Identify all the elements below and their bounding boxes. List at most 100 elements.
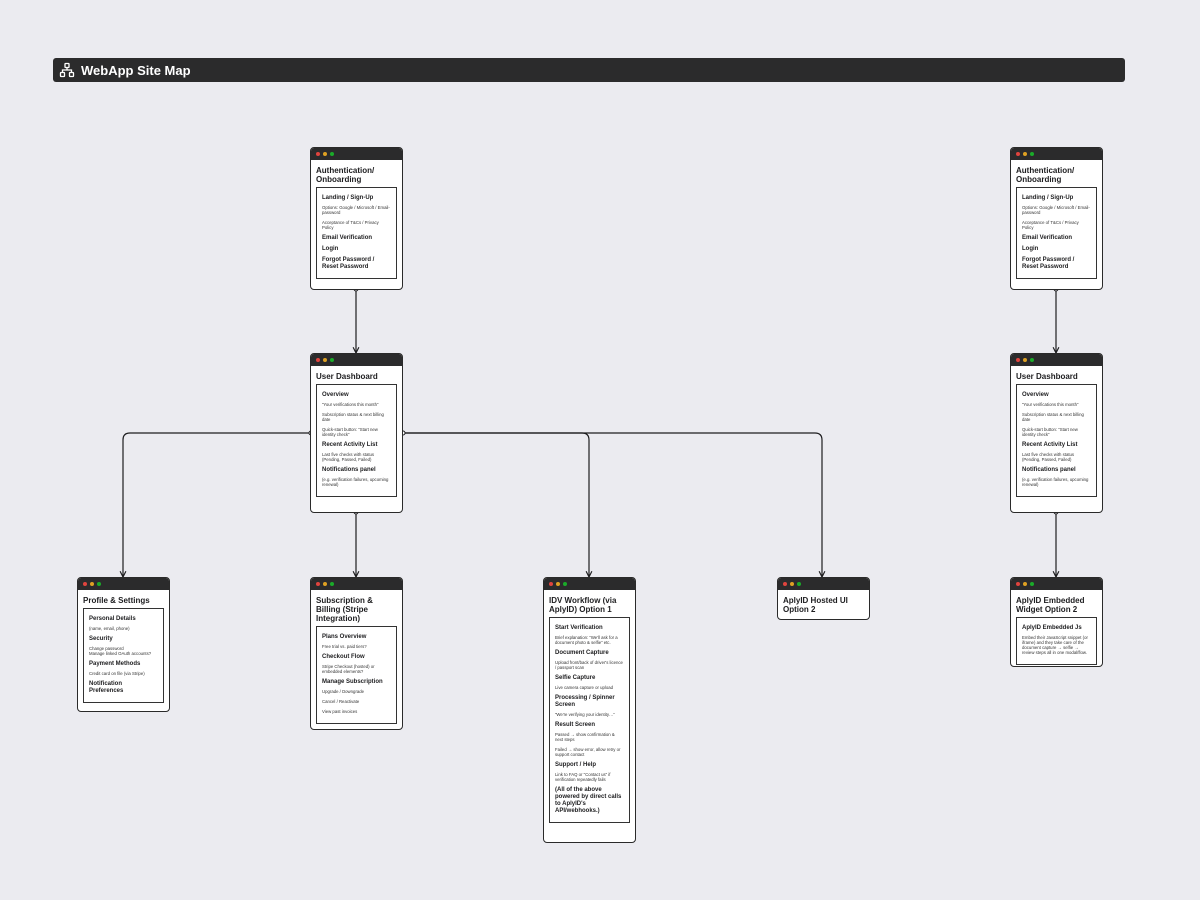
yellow-dot-icon [323,582,327,586]
section-item: View past invoices [322,709,358,714]
section-title: Payment Methods [89,661,141,667]
section-title: Landing / Sign-Up [322,195,374,201]
green-dot-icon [797,582,801,586]
card-title: Subscription & Billing (Stripe Integrati… [316,596,373,623]
section-title: Login [322,246,339,252]
window-header-bar [311,148,402,160]
yellow-dot-icon [323,358,327,362]
section-item: Acceptance of T&Cs / Privacy Policy [322,220,379,230]
section-title: Notification Preferences [89,681,124,694]
window-header-bar [1011,148,1102,160]
section-item: Subscription status & next billing date [1022,412,1084,422]
green-dot-icon [330,152,334,156]
section-title: AplyID Embedded Js [1022,625,1082,631]
section-item: Quick-start button: “Start new identity … [1022,427,1078,437]
red-dot-icon [316,582,320,586]
green-dot-icon [330,582,334,586]
section-title: Recent Activity List [322,442,378,448]
section-item: Stripe Checkout (hosted) or embedded ele… [322,664,375,674]
section-title: Manage Subscription [322,679,383,685]
section-title: Forgot Password / Reset Password [1022,257,1075,270]
section-item: Upload front/back of driver's licence / … [555,660,623,670]
section-title: Personal Details [89,616,136,622]
card-title: Authentication/ Onboarding [1016,166,1075,184]
green-dot-icon [330,358,334,362]
section-item: (e.g. verification failures, upcoming re… [1022,477,1089,487]
section-item: Live camera capture or upload [555,685,614,690]
section-item: “We're verifying your identity…” [555,712,615,717]
section-title: Plans Overview [322,634,367,640]
section-item: Link to FAQ or “Contact us” if verificat… [555,772,611,782]
yellow-dot-icon [1023,582,1027,586]
section-item: Options: Google / Microsoft / Email-pass… [322,205,390,215]
page-title: WebApp Site Map [81,62,191,78]
section-title: Notifications panel [1022,467,1076,473]
section-item: Failed → show error, allow retry or supp… [555,747,621,757]
section-title: Selfie Capture [555,675,596,681]
card-title: Profile & Settings [83,596,150,605]
section-title: Security [89,636,113,642]
section-item: Last five checks with status (Pending, P… [1022,452,1075,462]
card-title: User Dashboard [1016,372,1078,381]
red-dot-icon [83,582,87,586]
section-title: Overview [322,392,349,398]
card-title: AplyID Embedded Widget Option 2 [1016,596,1085,614]
green-dot-icon [1030,358,1034,362]
section-item: Brief explanation: “We'll ask for a docu… [555,635,618,645]
red-dot-icon [1016,358,1020,362]
red-dot-icon [316,358,320,362]
section-title: Landing / Sign-Up [1022,195,1074,201]
card-content-box: Overview“Your verifications this month”S… [316,384,397,497]
card-aplyid-embedded-widget: AplyID Embedded Widget Option 2 AplyID Em… [1010,577,1103,667]
window-header-bar [544,578,635,590]
section-title: Checkout Flow [322,654,365,660]
section-item: Free trial vs. paid tiers? [322,644,367,649]
site-map-title-bar: WebApp Site Map [53,58,1125,82]
red-dot-icon [1016,582,1020,586]
green-dot-icon [1030,582,1034,586]
section-item: Quick-start button: “Start new identity … [322,427,378,437]
card-title: AplyID Hosted UI Option 2 [783,596,848,614]
card-content-box: Overview“Your verifications this month”S… [1016,384,1097,497]
green-dot-icon [563,582,567,586]
section-item: Acceptance of T&Cs / Privacy Policy [1022,220,1079,230]
section-item: (name, email, phone) [89,626,130,631]
card-subscription-billing: Subscription & Billing (Stripe Integrati… [310,577,403,730]
section-title: (All of the above powered by direct call… [555,787,622,814]
card-idv-workflow: IDV Workflow (via AplyID) Option 1 Start … [543,577,636,843]
section-item: Passed → show confirmation & next steps [555,732,615,742]
section-item: Cancel / Reactivate [322,699,360,704]
section-title: Document Capture [555,650,609,656]
section-title: Email Verification [1022,235,1073,241]
section-item: Subscription status & next billing date [322,412,384,422]
section-title: Forgot Password / Reset Password [322,257,375,270]
window-header-bar [311,354,402,366]
card-title: IDV Workflow (via AplyID) Option 1 [549,596,617,614]
section-title: Result Screen [555,722,596,728]
section-title: Overview [1022,392,1049,398]
window-header-bar [78,578,169,590]
connector-dashboard-hosted [403,432,822,577]
section-title: Recent Activity List [1022,442,1078,448]
yellow-dot-icon [556,582,560,586]
card-title: User Dashboard [316,372,378,381]
sitemap-icon [59,62,75,78]
section-item: Upgrade / Downgrade [322,689,365,694]
yellow-dot-icon [90,582,94,586]
connector-dashboard-profile [123,432,311,577]
section-item: (e.g. verification failures, upcoming re… [322,477,389,487]
section-title: Processing / Spinner Screen [555,695,615,708]
yellow-dot-icon [1023,152,1027,156]
yellow-dot-icon [323,152,327,156]
green-dot-icon [1030,152,1034,156]
card-aplyid-hosted-ui: AplyID Hosted UI Option 2 [777,577,870,620]
section-title: Start Verification [555,625,603,631]
